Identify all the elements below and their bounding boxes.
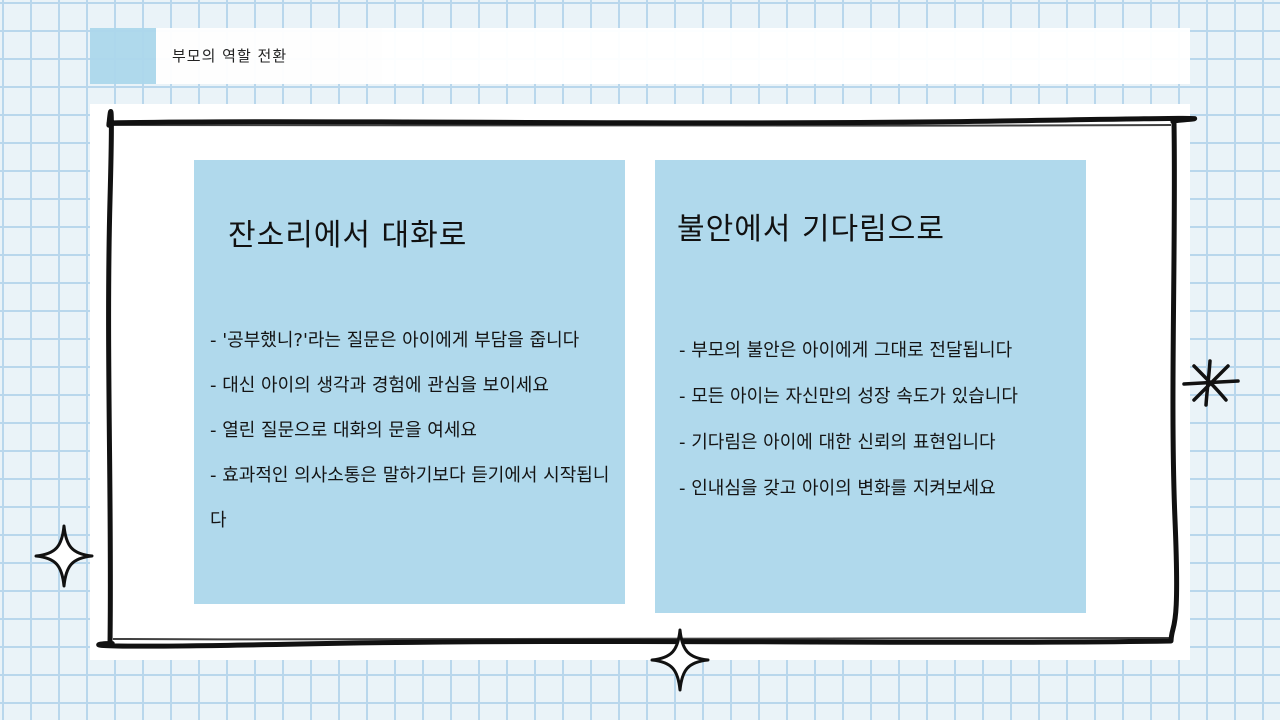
page-title: 부모의 역할 전환 — [172, 47, 288, 65]
card-anxiety-to-waiting: 불안에서 기다림으로 - 부모의 불안은 아이에게 그대로 전달됩니다 - 모든… — [655, 160, 1086, 613]
sparkle-left-icon — [34, 524, 94, 588]
card-nagging-to-conversation: 잔소리에서 대화로 - '공부했니?'라는 질문은 아이에게 부담을 줍니다 -… — [194, 160, 625, 604]
header-bar: 부모의 역할 전환 — [90, 28, 1190, 84]
bullet-item: - 기다림은 아이에 대한 신뢰의 표현입니다 — [679, 432, 996, 453]
header-accent-square — [90, 28, 156, 84]
bullet-item: - 부모의 불안은 아이에게 그대로 전달됩니다 — [679, 340, 1013, 361]
bullet-item: - '공부했니?'라는 질문은 아이에게 부담을 줍니다 — [210, 330, 580, 351]
card-title: 불안에서 기다림으로 — [677, 212, 945, 247]
card-title: 잔소리에서 대화로 — [228, 218, 468, 253]
bullet-list: - 부모의 불안은 아이에게 그대로 전달됩니다 - 모든 아이는 자신만의 성… — [679, 328, 1074, 512]
bullet-list: - '공부했니?'라는 질문은 아이에게 부담을 줍니다 - 대신 아이의 생각… — [210, 318, 615, 543]
bullet-item: - 대신 아이의 생각과 경험에 관심을 보이세요 — [210, 375, 549, 396]
bullet-item: - 인내심을 갖고 아이의 변화를 지켜보세요 — [679, 478, 996, 499]
bullet-item: - 효과적인 의사소통은 말하기보다 듣기에서 시작됩니다 — [210, 465, 610, 531]
bullet-item: - 열린 질문으로 대화의 문을 여세요 — [210, 420, 477, 441]
bullet-item: - 모든 아이는 자신만의 성장 속도가 있습니다 — [679, 386, 1018, 407]
